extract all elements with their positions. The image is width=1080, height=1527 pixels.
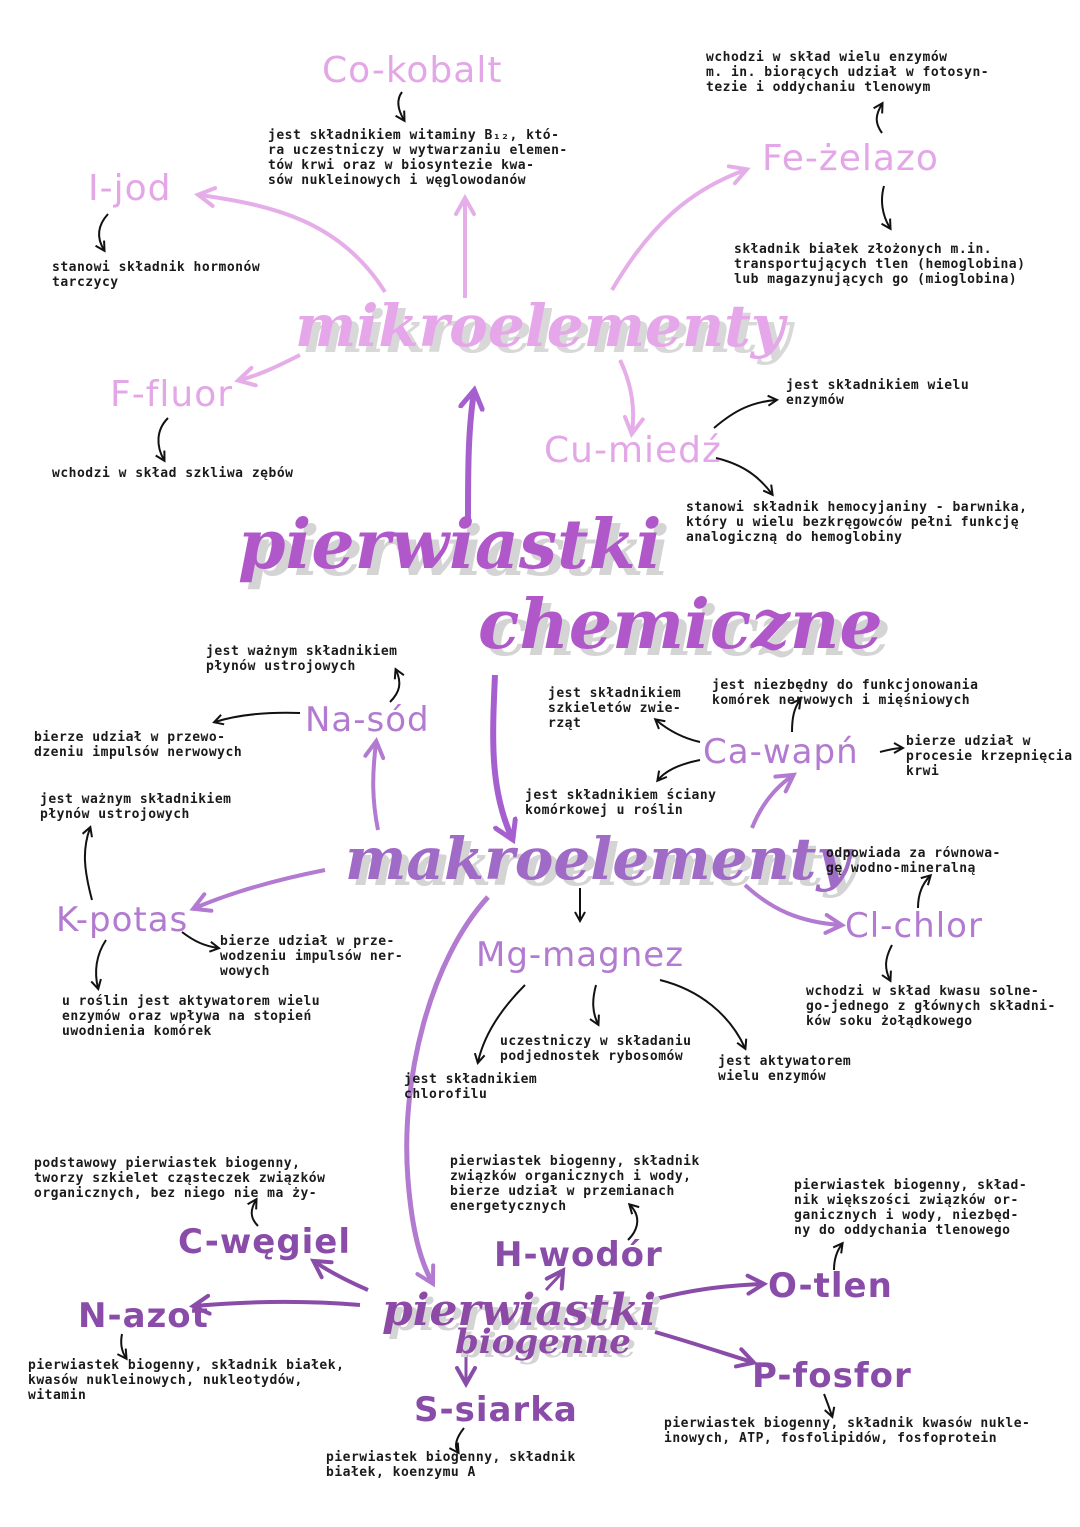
- note-cu-a: jest składnikiem wielu enzymów: [786, 378, 970, 408]
- node-cu-miedz: Cu-miedź: [544, 430, 722, 471]
- node-f-fluor: F-fluor: [110, 374, 234, 415]
- note-mg-a: uczestniczy w składaniu podjednostek ryb…: [500, 1034, 692, 1064]
- node-fe-zelazo: Fe-żelazo: [762, 138, 939, 179]
- note-p-fosfor: pierwiastek biogenny, składnik kwasów nu…: [664, 1416, 1031, 1446]
- note-c-wegiel: podstawowy pierwiastek biogenny, tworzy …: [34, 1156, 326, 1201]
- node-n-azot: N-azot: [78, 1296, 209, 1336]
- node-o-tlen: O-tlen: [768, 1266, 893, 1306]
- note-k-a: jest ważnym składnikiem płynów ustrojowy…: [40, 792, 232, 822]
- note-n-azot: pierwiastek biogenny, składnik białek, k…: [28, 1358, 345, 1403]
- note-s-siarka: pierwiastek biogenny, składnik białek, k…: [326, 1450, 576, 1480]
- note-cl-a: odpowiada za równowa- gę wodno-mineralną: [826, 846, 1001, 876]
- note-k-b: bierze udział w prze- wodzeniu impulsów …: [220, 934, 404, 979]
- makroelementy-title: makroelementy: [345, 825, 851, 893]
- mikroelementy-title: mikroelementy: [295, 292, 785, 360]
- node-i-jod: I-jod: [88, 168, 172, 209]
- note-ca-c: bierze udział w procesie krzepnięcia krw…: [906, 734, 1073, 779]
- node-h-wodor: H-wodór: [494, 1235, 663, 1275]
- node-co-kobalt: Co-kobalt: [322, 50, 503, 91]
- node-c-wegiel: C-węgiel: [178, 1222, 352, 1262]
- note-ca-b: jest niezbędny do funkcjonowania komórek…: [712, 678, 979, 708]
- note-i-jod: stanowi składnik hormonów tarczycy: [52, 260, 261, 290]
- note-na-b: bierze udział w przewo- dzeniu impulsów …: [34, 730, 243, 760]
- biogenne-title-line1: pierwiastki: [382, 1285, 657, 1336]
- biogenne-title-line2: biogenne: [455, 1322, 631, 1362]
- note-o-tlen: pierwiastek biogenny, skład- nik większo…: [794, 1178, 1028, 1238]
- node-k-potas: K-potas: [56, 900, 189, 940]
- node-na-sod: Na-sód: [305, 700, 430, 740]
- node-s-siarka: S-siarka: [414, 1390, 578, 1430]
- note-k-c: u roślin jest aktywatorem wielu enzymów …: [62, 994, 321, 1039]
- note-na-a: jest ważnym składnikiem płynów ustrojowy…: [206, 644, 398, 674]
- note-mg-c: jest aktywatorem wielu enzymów: [718, 1054, 852, 1084]
- note-h-wodor: pierwiastek biogenny, składnik związków …: [450, 1154, 700, 1214]
- note-fe-top: wchodzi w skład wielu enzymów m. in. bio…: [706, 50, 990, 95]
- note-cu-b: stanowi składnik hemocyjaniny - barwnika…: [686, 500, 1028, 545]
- note-mg-b: jest składnikiem chlorofilu: [404, 1072, 538, 1102]
- note-ca-d: jest składnikiem ściany komórkowej u roś…: [525, 788, 717, 818]
- note-fe-zelazo: składnik białek złożonych m.in. transpor…: [734, 242, 1026, 287]
- node-p-fosfor: P-fosfor: [752, 1356, 912, 1396]
- note-co-kobalt: jest składnikiem witaminy B₁₂, któ- ra u…: [268, 128, 568, 188]
- main-title-line2: chemiczne: [478, 585, 883, 665]
- note-f-fluor: wchodzi w skład szkliwa zębów: [52, 466, 294, 481]
- node-cl-chlor: Cl-chlor: [845, 906, 983, 946]
- note-ca-a: jest składnikiem szkieletów zwie- rząt: [548, 686, 682, 731]
- node-ca-wapn: Ca-wapń: [703, 732, 859, 772]
- node-mg-magnez: Mg-magnez: [476, 935, 685, 975]
- main-title-line1: pierwiastki: [238, 505, 662, 585]
- note-cl-b: wchodzi w skład kwasu solne- go-jednego …: [806, 984, 1056, 1029]
